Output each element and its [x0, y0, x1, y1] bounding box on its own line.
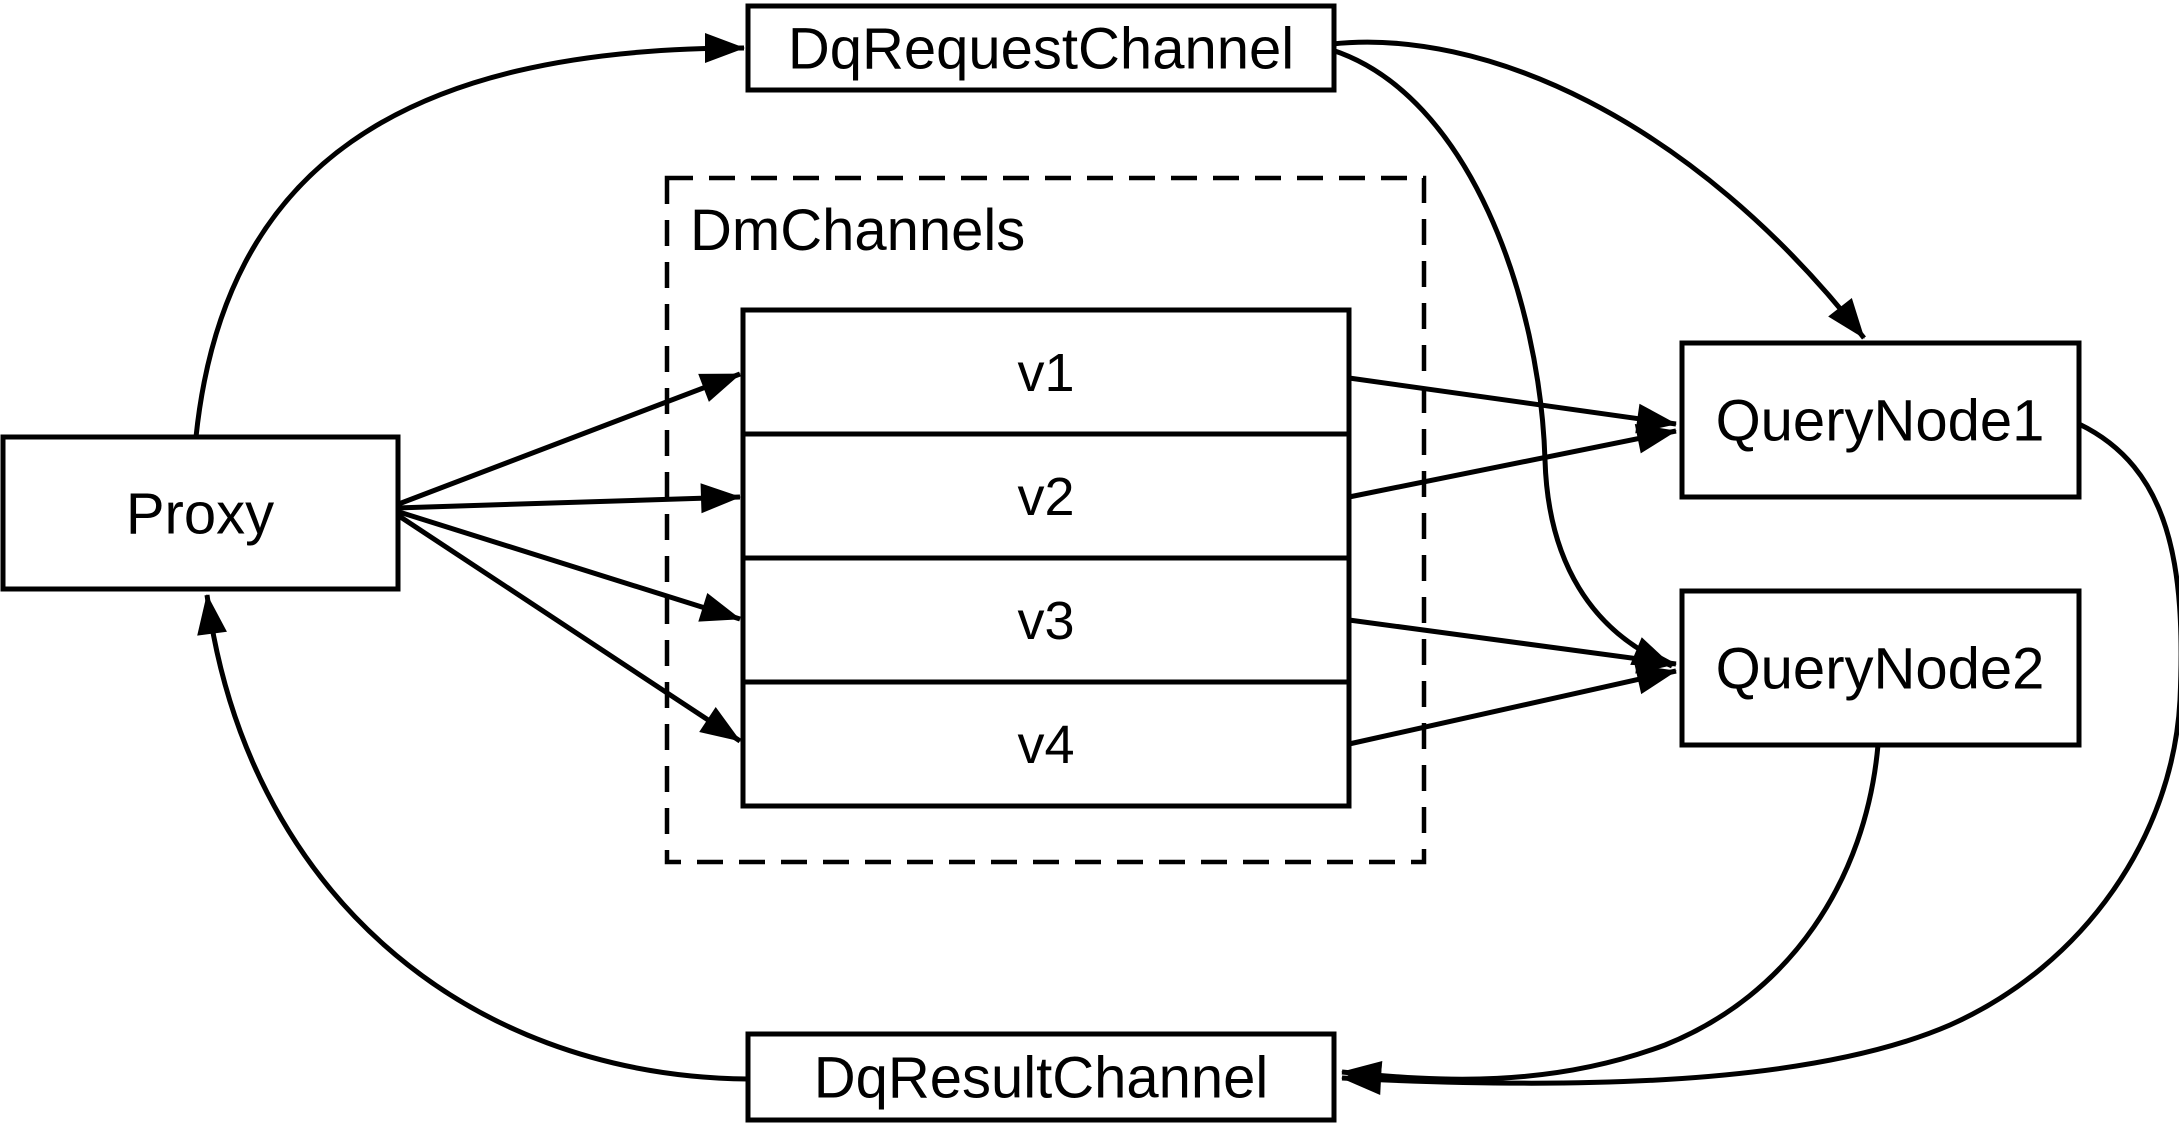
edge-v1-to-querynode1 — [1348, 375, 1677, 434]
edge-v3-to-querynode2 — [1348, 617, 1677, 674]
edge-proxy-to-dqrequestchannel — [193, 33, 745, 438]
channel-row-v1: v1 — [1017, 343, 1074, 403]
edge-proxy-to-v3 — [395, 508, 741, 622]
dqresultchannel-node — [745, 1031, 1337, 1123]
edge-querynode1-to-dqresultchannel — [1341, 421, 2179, 1095]
dqrequestchannel-node — [745, 3, 1337, 93]
channel-row-v4: v4 — [1017, 715, 1074, 775]
dmchannels-group-label: DmChannels — [690, 198, 1025, 263]
edge-v2-to-querynode1 — [1348, 424, 1677, 500]
edge-dqrequestchannel-to-querynode1 — [1331, 39, 1866, 340]
edge-dqresultchannel-to-proxy — [197, 594, 749, 1082]
edge-proxy-to-v1 — [395, 371, 741, 508]
channel-row-v3: v3 — [1017, 591, 1074, 651]
edge-proxy-to-v2 — [395, 483, 741, 514]
edge-proxy-to-v4 — [394, 511, 742, 744]
edge-v4-to-querynode2 — [1348, 664, 1677, 747]
proxy-label: Proxy — [126, 481, 274, 546]
proxy-node — [0, 434, 401, 592]
dmchannels-group-box — [664, 175, 1427, 865]
querynode2-label: QueryNode2 — [1716, 636, 2045, 701]
edge-querynode2-to-dqresultchannel — [1341, 744, 1881, 1091]
querynode1-label: QueryNode1 — [1716, 388, 2045, 453]
channel-row-v2: v2 — [1017, 467, 1074, 527]
dqresultchannel-label: DqResultChannel — [814, 1045, 1269, 1110]
dqrequestchannel-label: DqRequestChannel — [788, 16, 1294, 81]
querynode2-node — [1679, 588, 2082, 748]
edge-dqrequestchannel-to-querynode2 — [1331, 47, 1673, 669]
querynode1-node — [1679, 340, 2082, 500]
